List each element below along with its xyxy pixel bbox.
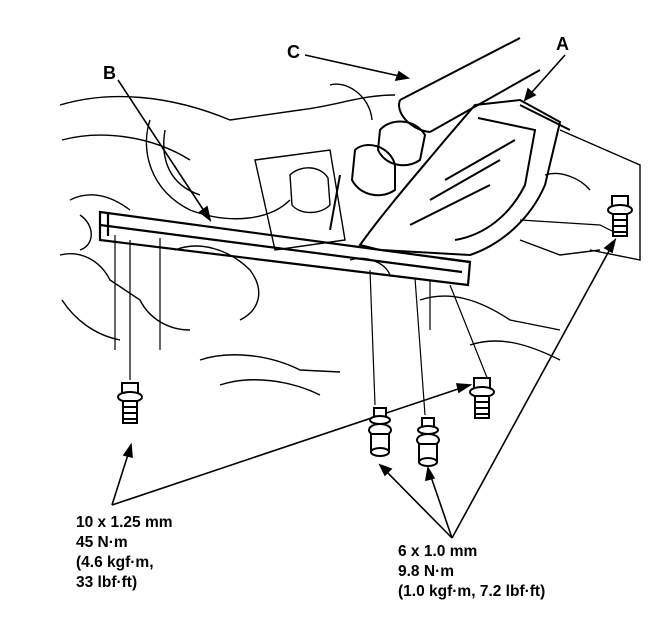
left-bolt-spec: 10 x 1.25 mm 45 N·m (4.6 kgf·m, 33 lbf·f…	[76, 513, 173, 593]
stiffener-bracket	[98, 210, 472, 287]
right-bolt-torque: 9.8 N·m	[398, 563, 454, 580]
flange-bolt-icon	[368, 407, 392, 457]
right-bolt-kgf-lbf: (1.0 kgf·m, 7.2 lbf·ft)	[398, 583, 546, 600]
right-bolt-size: 6 x 1.0 mm	[398, 543, 478, 560]
bolt-icon	[607, 195, 633, 237]
bolt-guide-lines	[114, 219, 621, 416]
left-bolt-kgf: (4.6 kgf·m,	[76, 554, 154, 571]
callout-a-label: A	[556, 34, 569, 54]
callout-c-label: C	[287, 42, 300, 62]
heat-shield	[358, 98, 571, 257]
callout-leaders	[117, 54, 566, 223]
callout-b-label: B	[103, 63, 116, 83]
spec-pointers	[111, 237, 617, 539]
drive-shaft	[329, 37, 541, 231]
left-bolt-size: 10 x 1.25 mm	[76, 514, 173, 531]
left-bolt-torque: 45 N·m	[76, 534, 128, 551]
left-bolt-lbf: 33 lbf·ft)	[76, 574, 138, 591]
bolt-icon	[117, 382, 143, 424]
right-bolt-spec: 6 x 1.0 mm 9.8 N·m (1.0 kgf·m, 7.2 lbf·f…	[398, 542, 545, 602]
engine-outline	[59, 83, 641, 396]
flange-bolt-icon	[416, 417, 440, 467]
bolt-icon	[469, 377, 495, 419]
